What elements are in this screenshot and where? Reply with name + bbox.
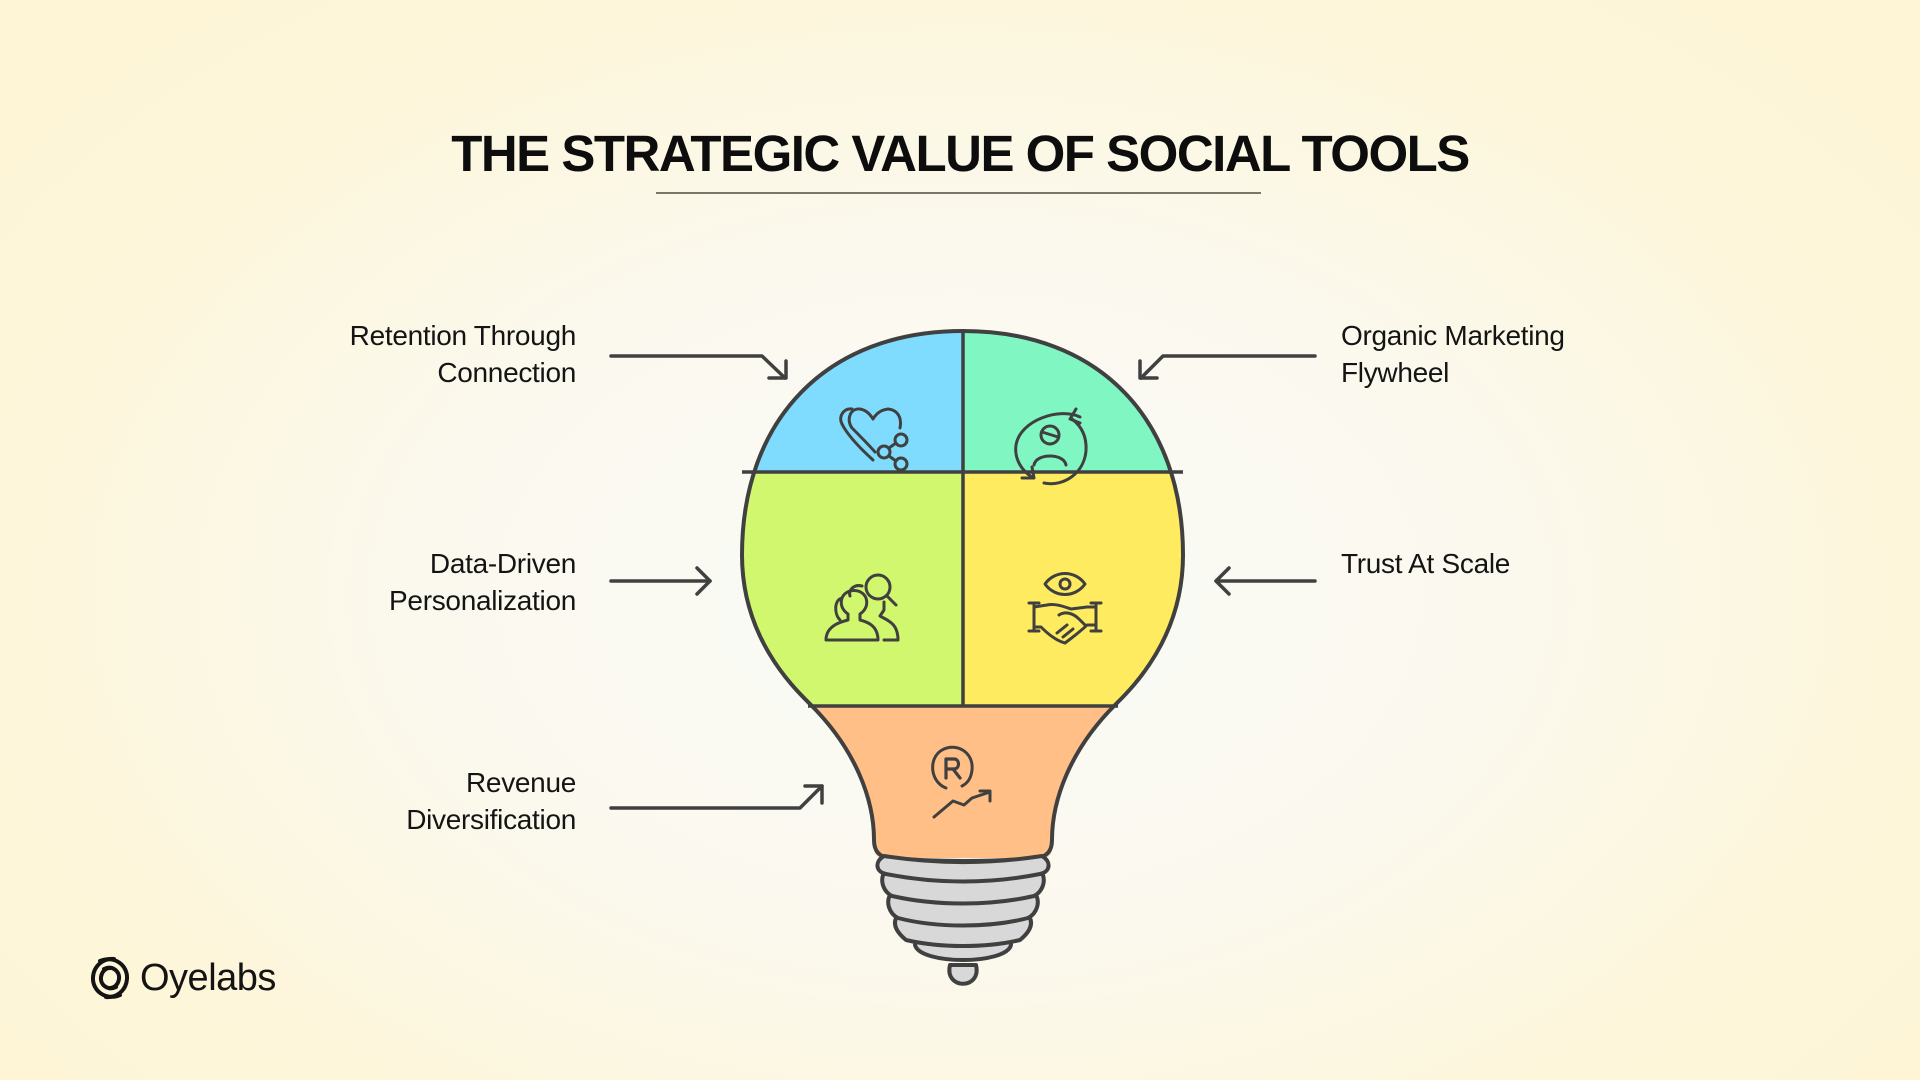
label-organic-line1: Organic Marketing bbox=[1341, 320, 1565, 351]
label-revenue: Revenue Diversification bbox=[406, 764, 576, 838]
arrow-trust bbox=[1214, 566, 1317, 596]
segment-trust bbox=[963, 472, 1183, 706]
eye-handshake-icon bbox=[1027, 572, 1103, 645]
brand-logo: Oyelabs bbox=[90, 955, 276, 1001]
oyelabs-logo-icon bbox=[91, 956, 129, 1000]
label-retention-line2: Connection bbox=[437, 357, 576, 388]
arrow-revenue bbox=[609, 784, 824, 810]
page-title: THE STRATEGIC VALUE OF SOCIAL TOOLS bbox=[451, 125, 1470, 182]
arrows bbox=[609, 354, 1317, 810]
label-organic: Organic Marketing Flywheel bbox=[1341, 317, 1565, 391]
label-retention-line1: Retention Through bbox=[349, 320, 577, 351]
arrow-organic bbox=[1138, 354, 1317, 380]
arrow-retention bbox=[609, 354, 788, 380]
label-revenue-line2: Diversification bbox=[406, 804, 576, 835]
title-underline bbox=[656, 192, 1261, 194]
segment-organic bbox=[963, 331, 1183, 472]
label-organic-line2: Flywheel bbox=[1341, 357, 1450, 388]
label-personalization-line1: Data-Driven bbox=[429, 548, 576, 579]
label-revenue-line1: Revenue bbox=[466, 767, 576, 798]
brand-name: Oyelabs bbox=[140, 956, 276, 999]
person-cycle-icon bbox=[1014, 407, 1088, 486]
label-retention: Retention Through Connection bbox=[349, 317, 577, 391]
label-personalization-line2: Personalization bbox=[389, 585, 576, 616]
segment-retention bbox=[742, 331, 963, 472]
arrow-personalization bbox=[609, 566, 712, 596]
label-trust-line1: Trust At Scale bbox=[1341, 548, 1511, 579]
registered-growth-icon bbox=[931, 745, 992, 819]
bulb-base bbox=[875, 854, 1051, 986]
users-search-icon bbox=[824, 573, 900, 642]
label-personalization: Data-Driven Personalization bbox=[389, 545, 576, 619]
label-trust: Trust At Scale bbox=[1341, 545, 1510, 582]
segment-personalization bbox=[742, 472, 963, 706]
heart-share-icon bbox=[839, 407, 909, 472]
bulb-dividers bbox=[742, 331, 1183, 708]
